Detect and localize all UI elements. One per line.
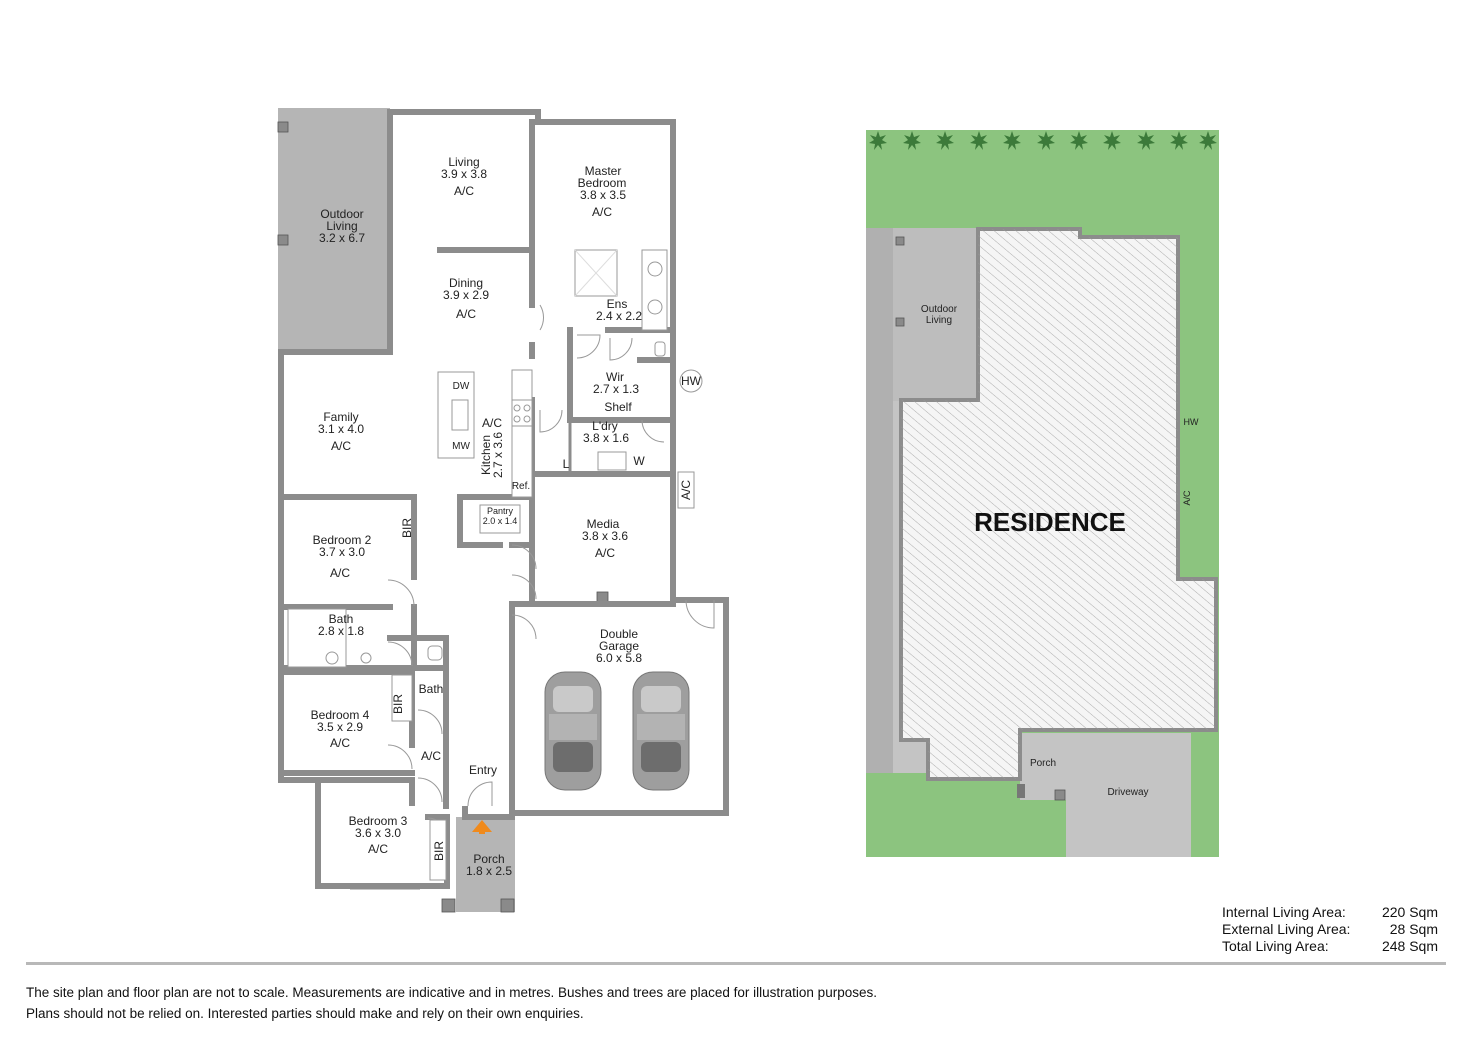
- bedroom3-ac: A/C: [368, 842, 388, 856]
- disclaimer-line-1: The site plan and floor plan are not to …: [26, 985, 877, 1000]
- area-value: 28 Sqm: [1389, 921, 1438, 937]
- site-outdoor-living-label: Outdoor: [921, 304, 958, 315]
- site-plan: Outdoor Living RESIDENCE HW A/C Porch Dr…: [866, 130, 1219, 857]
- bedroom4-label: Bedroom 4: [311, 708, 370, 722]
- porch-area: [456, 817, 515, 912]
- outdoor-living-size: 3.2 x 6.7: [319, 231, 365, 245]
- dining-ac: A/C: [456, 307, 476, 321]
- bedroom4-ac: A/C: [330, 736, 350, 750]
- master-ac: A/C: [592, 205, 612, 219]
- laundry-l: L: [563, 457, 570, 471]
- laundry-label: L'dry: [592, 419, 618, 433]
- disclaimer-line-2: Plans should not be relied on. Intereste…: [26, 1006, 584, 1021]
- site-porch-label: Porch: [1030, 758, 1056, 769]
- outdoor-living-area: [278, 108, 390, 353]
- area-value: 248 Sqm: [1381, 938, 1438, 954]
- hall-ac-label: A/C: [421, 749, 441, 763]
- area-label: Internal Living Area:: [1222, 904, 1346, 920]
- site-driveway-label: Driveway: [1107, 787, 1148, 798]
- master-label: Master: [585, 164, 622, 178]
- driveway-area: [1066, 733, 1191, 857]
- kitchen-size: 2.7 x 3.6: [491, 432, 505, 478]
- site-hw-label: HW: [1184, 417, 1199, 427]
- living-area-summary: Internal Living Area: 220 Sqm External L…: [1222, 904, 1438, 955]
- hw-label: HW: [681, 374, 702, 388]
- entry-label: Entry: [469, 763, 497, 777]
- bedroom2-label: Bedroom 2: [313, 533, 372, 547]
- bath-main-size: 2.8 x 1.8: [318, 624, 364, 638]
- wir-size: 2.7 x 1.3: [593, 382, 639, 396]
- family-label: Family: [323, 410, 358, 424]
- bedroom2-bir: BIR: [400, 518, 414, 538]
- entry-arrow-icon: [472, 820, 492, 832]
- media-ac: A/C: [595, 546, 615, 560]
- pantry-label: Pantry: [487, 506, 514, 516]
- wir-label: Wir: [606, 370, 624, 384]
- area-row-total: Total Living Area: 248 Sqm: [1222, 938, 1438, 955]
- floor-plan: Outdoor Living 3.2 x 6.7 Living 3.9 x 3.…: [277, 108, 729, 913]
- area-label: External Living Area:: [1222, 921, 1351, 937]
- area-label: Total Living Area:: [1222, 938, 1329, 954]
- master-size: 3.8 x 3.5: [580, 188, 626, 202]
- porch-label: Porch: [473, 852, 504, 866]
- site-ac-label: A/C: [1182, 490, 1192, 506]
- kitchen-ac: A/C: [482, 416, 502, 430]
- bedroom3-label: Bedroom 3: [349, 814, 408, 828]
- area-value: 220 Sqm: [1381, 904, 1438, 920]
- laundry-w: W: [633, 454, 645, 468]
- bath-small-label: Bath: [419, 682, 444, 696]
- outdoor-living-label: Outdoor: [320, 207, 363, 221]
- external-ac-label: A/C: [679, 480, 693, 500]
- bedroom4-bir: BIR: [391, 694, 405, 714]
- area-row-external: External Living Area: 28 Sqm: [1222, 921, 1438, 938]
- garage-size: 6.0 x 5.8: [596, 651, 642, 665]
- bushes: [869, 131, 1217, 150]
- kitchen-mw: MW: [452, 441, 470, 452]
- footer-divider: [26, 962, 1446, 965]
- living-size: 3.9 x 3.8: [441, 167, 487, 181]
- bedroom4-size: 3.5 x 2.9: [317, 720, 363, 734]
- porch-site-area: [1020, 733, 1066, 800]
- ens-label: Ens: [607, 297, 628, 311]
- site-outdoor-living-label-2: Living: [926, 315, 952, 326]
- garage-label-2: Garage: [599, 639, 639, 653]
- bedroom2-ac: A/C: [330, 566, 350, 580]
- dining-label: Dining: [449, 276, 483, 290]
- living-ac: A/C: [454, 184, 474, 198]
- garage-label: Double: [600, 627, 638, 641]
- family-size: 3.1 x 4.0: [318, 422, 364, 436]
- media-label: Media: [587, 517, 620, 531]
- area-row-internal: Internal Living Area: 220 Sqm: [1222, 904, 1438, 921]
- bedroom3-size: 3.6 x 3.0: [355, 826, 401, 840]
- living-label: Living: [448, 155, 479, 169]
- wir-shelf: Shelf: [604, 400, 632, 414]
- bath-main-label: Bath: [329, 612, 354, 626]
- kitchen-dw: DW: [453, 381, 470, 392]
- disclaimer: The site plan and floor plan are not to …: [26, 982, 877, 1024]
- ens-size: 2.4 x 2.2: [596, 309, 642, 323]
- family-ac: A/C: [331, 439, 351, 453]
- master-label-2: Bedroom: [578, 176, 627, 190]
- kitchen-ref: Ref.: [512, 481, 530, 492]
- kitchen-label: Kitchen: [479, 435, 493, 475]
- garage-cars: [544, 671, 690, 791]
- residence-label: RESIDENCE: [974, 507, 1126, 537]
- outdoor-living-label-2: Living: [326, 219, 357, 233]
- pantry-size: 2.0 x 1.4: [483, 516, 518, 526]
- laundry-size: 3.8 x 1.6: [583, 431, 629, 445]
- outdoor-living-site: [893, 228, 977, 401]
- bedroom2-size: 3.7 x 3.0: [319, 545, 365, 559]
- media-size: 3.8 x 3.6: [582, 529, 628, 543]
- bedroom3-bir: BIR: [432, 841, 446, 861]
- porch-size: 1.8 x 2.5: [466, 864, 512, 878]
- dining-size: 3.9 x 2.9: [443, 288, 489, 302]
